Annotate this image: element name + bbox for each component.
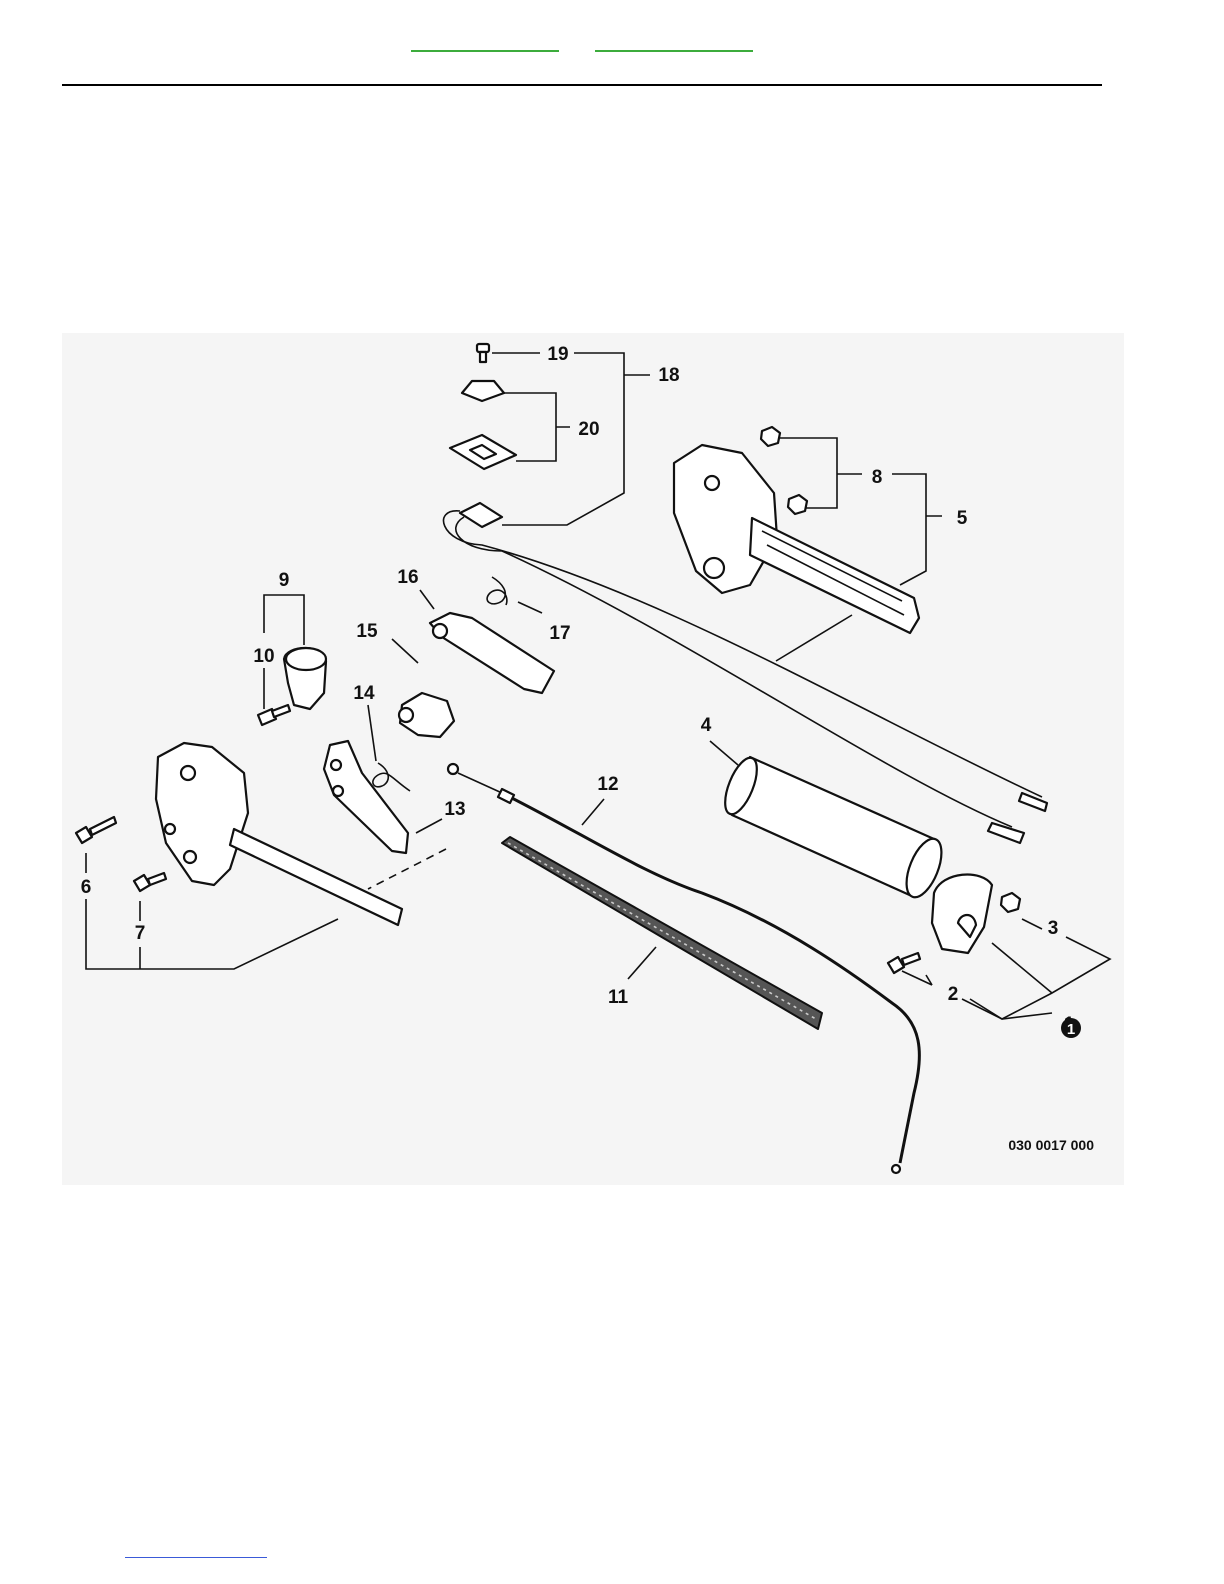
switch-knob-part [462, 381, 504, 401]
handle-housing-part [674, 445, 919, 633]
nut-lower-part [788, 495, 807, 514]
bolt-6-part [76, 817, 116, 843]
torsion-spring-part [487, 577, 507, 605]
nut-upper-part [761, 427, 780, 446]
top-nav-link-2[interactable] [595, 50, 753, 52]
spring-part [373, 763, 410, 791]
handle-clamp-part [932, 875, 992, 953]
bottom-nav-link[interactable] [125, 1557, 267, 1558]
throttle-trigger-part [324, 741, 408, 853]
switch-screw-part [477, 344, 489, 362]
grip-part [719, 754, 949, 902]
protector-tube-part [502, 837, 822, 1029]
bolt-10-part [258, 705, 290, 725]
nut-3-part [1001, 893, 1020, 912]
bolt-2-part [888, 953, 920, 973]
parts-diagram: 1 1 2 3 4 5 6 7 8 9 10 11 12 13 14 15 16… [62, 333, 1124, 1185]
throttle-lever-part [430, 613, 554, 693]
bolt-7-part [134, 873, 166, 891]
control-housing-part [156, 743, 402, 925]
exploded-view-drawing: 1 [62, 333, 1124, 1185]
header-divider [62, 84, 1102, 86]
top-nav-link-1[interactable] [411, 50, 559, 52]
note-marker-text: 1 [1064, 1014, 1075, 1035]
